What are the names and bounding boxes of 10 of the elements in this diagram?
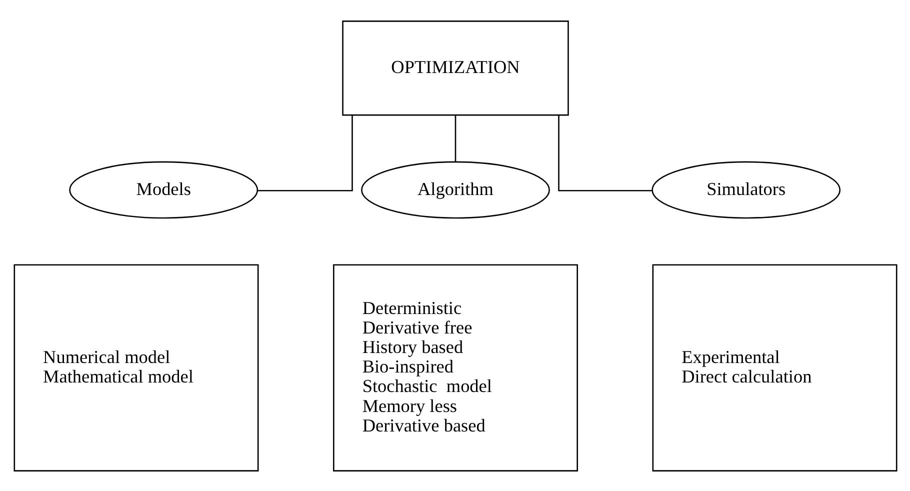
node-box: Deterministic Derivative free History based Bio-inspired Stochastic model Memory less Derivative based bbox=[332, 264, 578, 471]
node-ellipse: Algorithm bbox=[360, 160, 550, 218]
node-box: OPTIMIZATION bbox=[342, 20, 568, 116]
node-ellipse: Models bbox=[68, 160, 258, 218]
connector bbox=[454, 114, 456, 162]
node-box: Experimental Direct calculation bbox=[652, 264, 897, 471]
connector bbox=[257, 114, 352, 191]
node-box: Numerical model Mathematical model bbox=[13, 264, 258, 471]
node-ellipse: Simulators bbox=[651, 160, 840, 218]
connector bbox=[558, 114, 652, 191]
